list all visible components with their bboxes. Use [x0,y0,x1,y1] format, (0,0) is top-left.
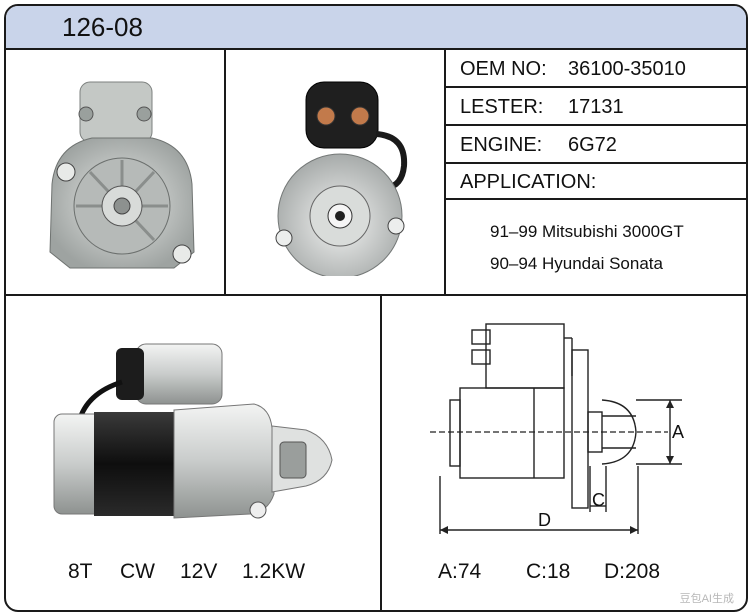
dimension-c-value: C:18 [526,560,571,583]
part-number: 126-08 [62,12,143,42]
divider [444,162,746,164]
divider [444,48,446,296]
oem-value: 36100-35010 [568,58,686,80]
divider [444,86,746,88]
teeth-count: 8T [68,560,93,583]
application-item: 91–99 Mitsubishi 3000GT [490,222,684,241]
watermark: 豆包AI生成 [679,593,734,605]
divider [224,48,226,296]
dimension-drawing: A C D [430,323,684,534]
application-label: APPLICATION: [460,171,597,193]
header-bar: 126-08 [6,6,746,50]
engine-label: ENGINE: [460,134,543,156]
lester-label: LESTER: [460,96,544,118]
divider [380,294,382,610]
dimension-c-label: C [592,490,605,510]
product-sheet: 126-08 [4,4,748,612]
engine-value: 6G72 [568,134,617,156]
dimension-a-value: A:74 [438,560,482,583]
voltage: 12V [180,560,218,583]
application-item: 90–94 Hyundai Sonata [490,254,663,273]
dimension-d-value: D:208 [604,560,661,583]
divider [444,124,746,126]
dimension-d-label: D [538,510,551,530]
dimension-a-label: A [672,422,684,442]
lester-value: 17131 [568,96,624,118]
starter-side-view [53,343,333,519]
divider [444,198,746,200]
rotation: CW [120,560,155,583]
oem-label: OEM NO: [460,58,547,80]
starter-front-view [49,81,195,269]
starter-rear-view [275,81,408,276]
divider [6,294,746,296]
power-rating: 1.2KW [242,560,306,583]
